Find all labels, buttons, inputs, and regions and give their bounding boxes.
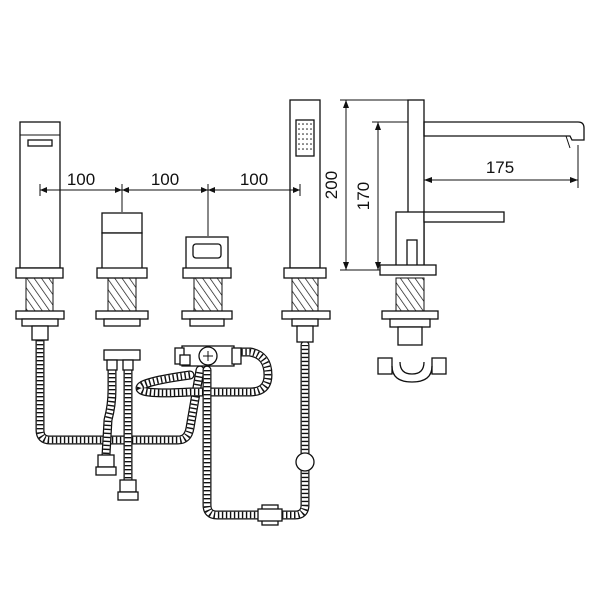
hose-diverter-loop	[135, 347, 273, 398]
hose-hand-shower	[202, 340, 310, 520]
dimension-label-spacing-2: 100	[151, 170, 179, 189]
dimension-label-spout-reach: 175	[486, 158, 514, 177]
hoses	[35, 335, 310, 520]
hose-spout	[35, 335, 205, 445]
dimension-label-spacing-1: 100	[67, 170, 95, 189]
hose-fittings	[95, 354, 315, 526]
dimension-label-spout-height: 170	[354, 182, 373, 210]
mixer-front-view	[95, 212, 149, 371]
diverter-front-view	[174, 236, 242, 367]
side-view	[377, 99, 585, 383]
spout-front-view	[15, 121, 65, 341]
hose-hot-supply	[101, 360, 117, 460]
dimension-label-spacing-3: 100	[240, 170, 268, 189]
dimension-lines	[39, 99, 579, 271]
dimension-label-total-height: 200	[322, 171, 341, 199]
hand-shower-front-view	[281, 99, 331, 343]
